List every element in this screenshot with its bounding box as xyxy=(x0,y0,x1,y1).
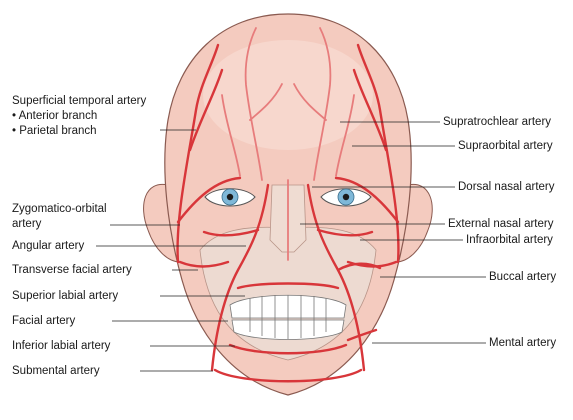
left-eye xyxy=(204,188,256,207)
teeth xyxy=(229,294,347,340)
label-angular-artery: Angular artery xyxy=(12,240,85,252)
label-superior-labial-artery: Superior labial artery xyxy=(12,290,119,302)
label-transverse-facial-artery: Transverse facial artery xyxy=(12,264,132,276)
label-anterior-branch: • Anterior branch xyxy=(12,110,98,122)
label-infraorbital-artery: Infraorbital artery xyxy=(466,234,553,246)
right-ear xyxy=(395,183,433,263)
label-mental-artery: Mental artery xyxy=(489,337,557,349)
label-supratrochlear-artery: Supratrochlear artery xyxy=(443,116,552,128)
label-facial-artery: Facial artery xyxy=(12,315,76,327)
label-zygomatico-orbital: Zygomatico-orbital xyxy=(12,203,107,215)
label-superficial-temporal-artery: Superficial temporal artery xyxy=(12,95,147,107)
label-buccal-artery: Buccal artery xyxy=(489,271,557,283)
arteries xyxy=(176,43,400,383)
label-supraorbital-artery: Supraorbital artery xyxy=(458,140,553,152)
label-external-nasal-artery: External nasal artery xyxy=(448,218,554,230)
label-parietal-branch: • Parietal branch xyxy=(12,125,97,137)
label-dorsal-nasal-artery: Dorsal nasal artery xyxy=(458,181,555,193)
right-eye xyxy=(320,188,372,207)
label-zygomatico-orbital-artery: artery xyxy=(12,218,42,230)
forehead-arteries xyxy=(221,27,355,261)
label-submental-artery: Submental artery xyxy=(12,365,100,377)
label-inferior-labial-artery: Inferior labial artery xyxy=(12,340,111,352)
